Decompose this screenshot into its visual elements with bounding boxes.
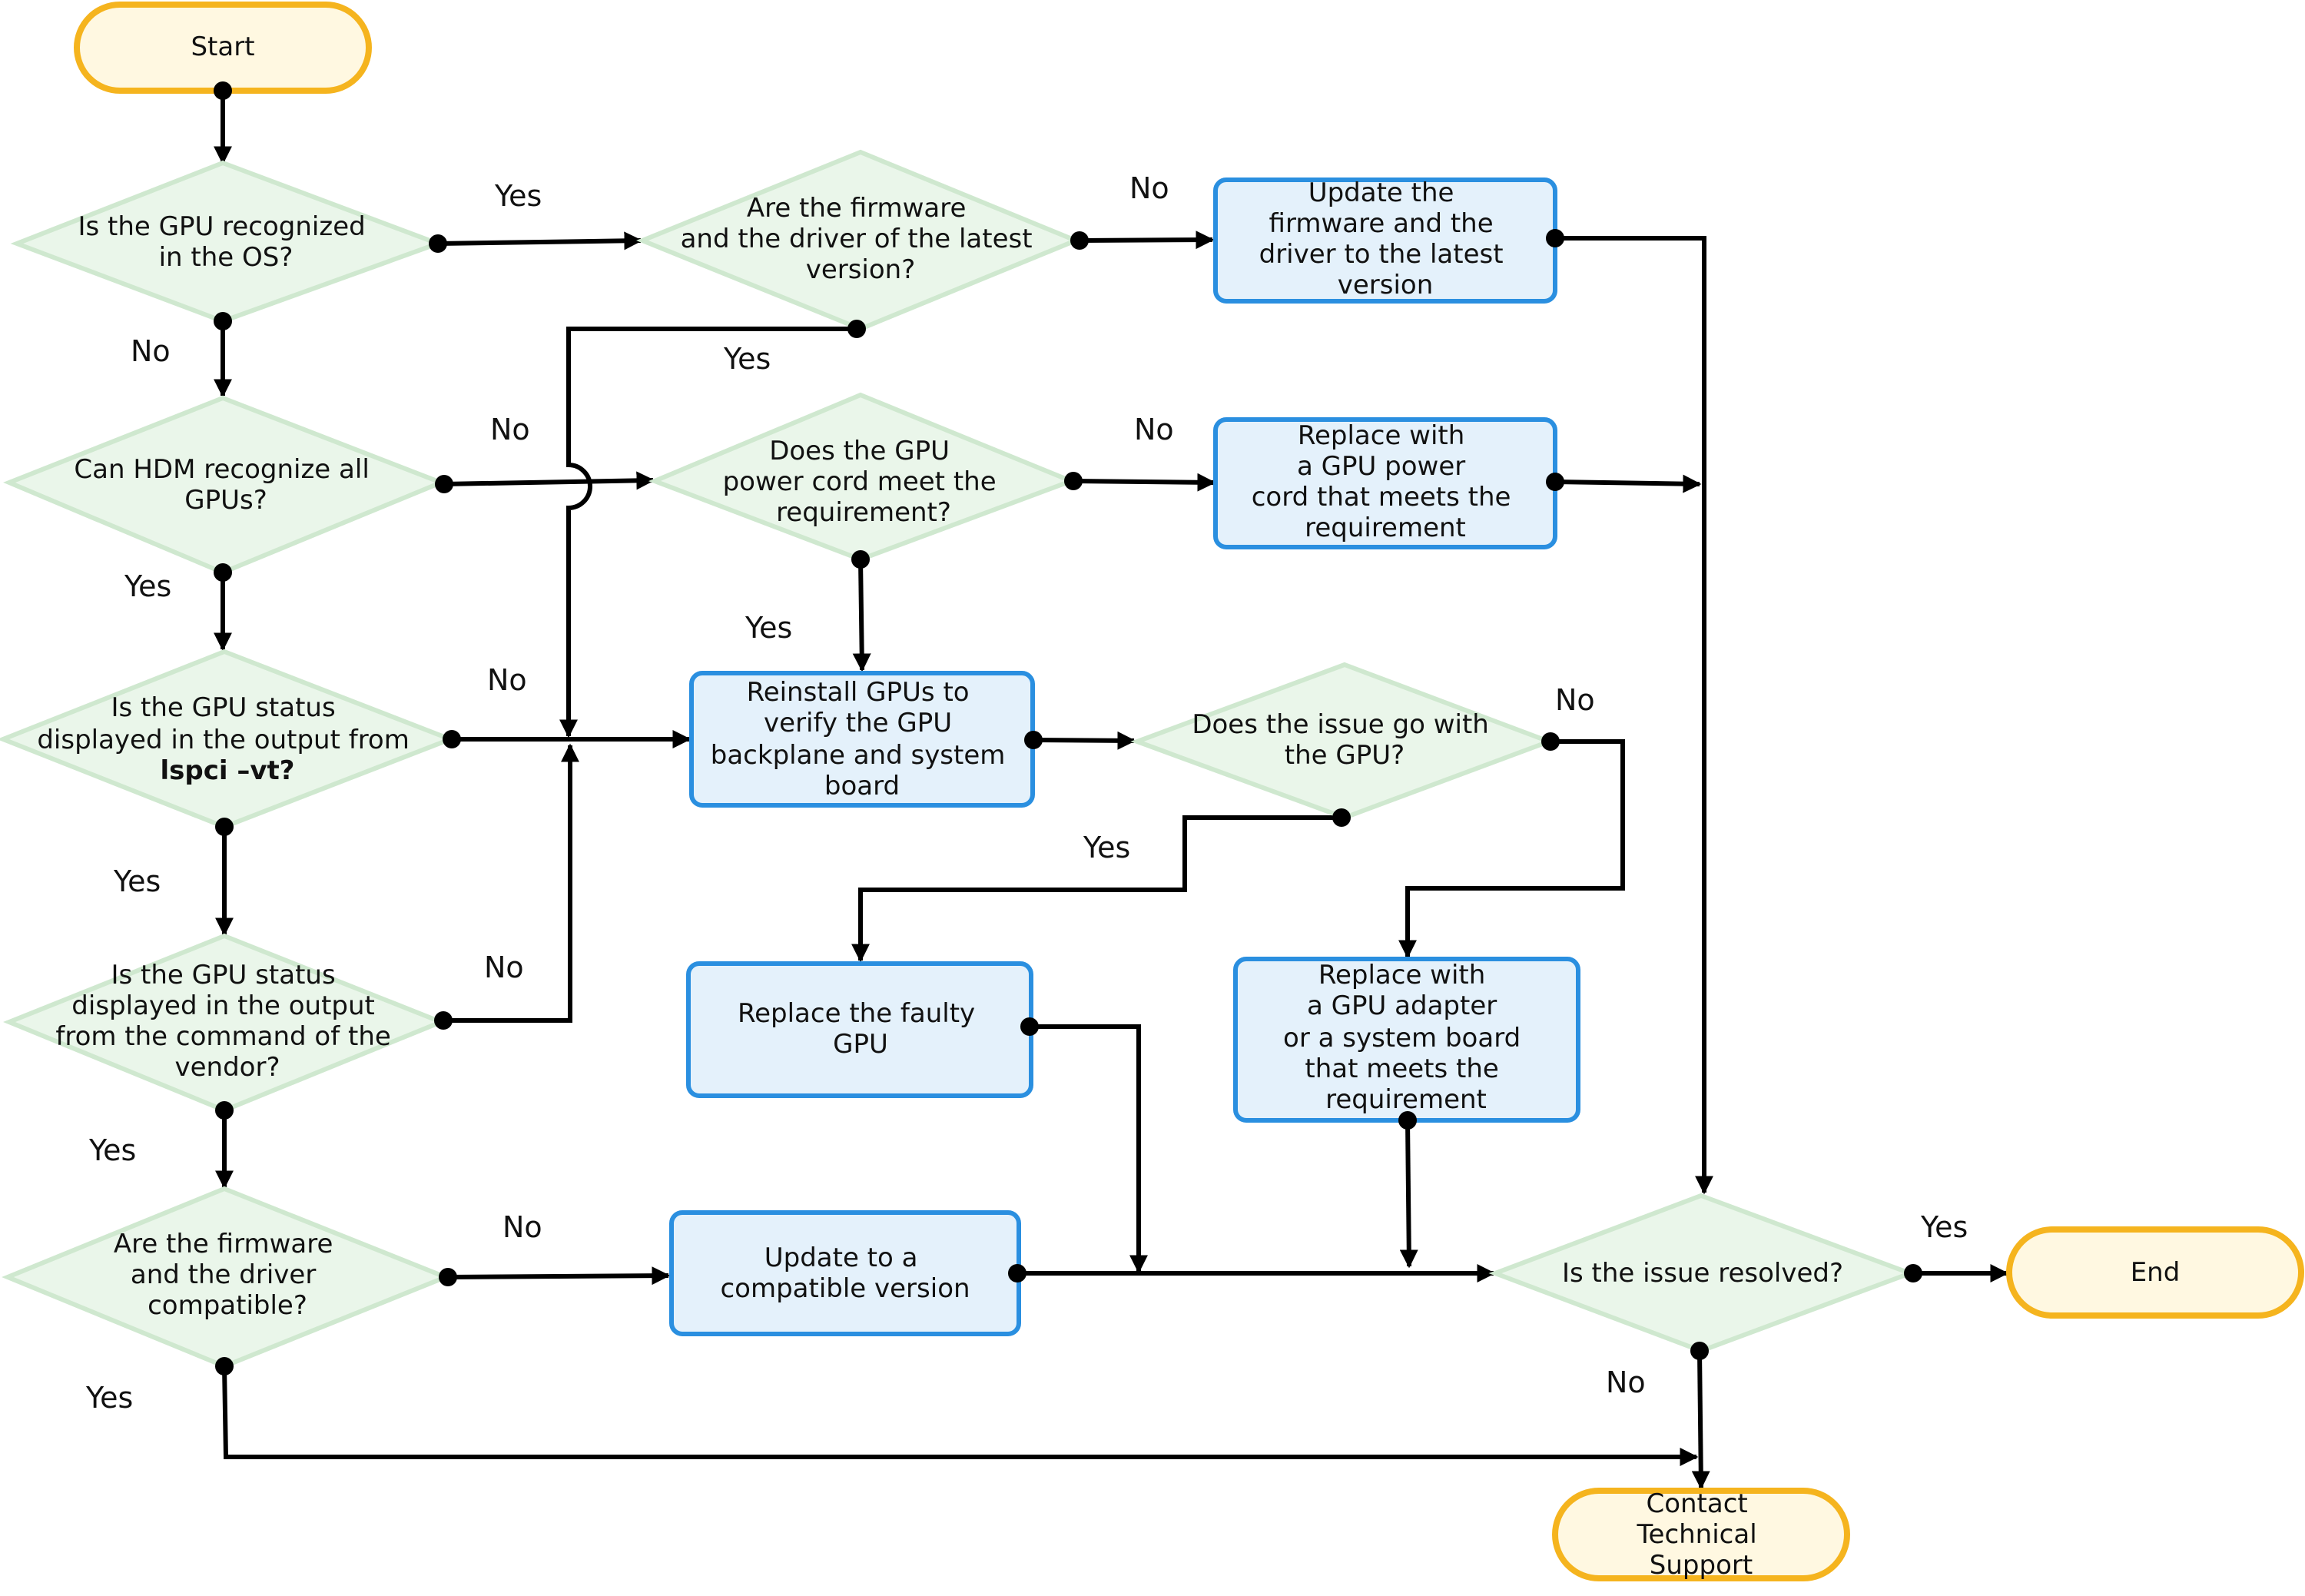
label-d5-yes: Yes [85, 1381, 133, 1415]
label-d2-yes: Yes [124, 569, 171, 603]
decision-issue-with-gpu: Does the issue go with the GPU? [1130, 662, 1556, 821]
edge-d4-no [443, 743, 579, 1023]
start-terminal: Start [74, 2, 372, 94]
edge-p5-down [1399, 1120, 1418, 1269]
svg-text:Are the firmware and the: Are the firmware and the driver of the l… [681, 193, 1041, 285]
svg-text:Update to a compatible v: Update to a compatible version [720, 1243, 970, 1304]
end-terminal: End [2006, 1226, 2304, 1319]
decision-hdm-recognize: Can HDM recognize all GPUs? [3, 395, 448, 576]
end-label: End [2131, 1257, 2181, 1288]
label-d9-yes: Yes [1920, 1210, 1968, 1244]
svg-text:Are the firmware and the: Are the firmware and the driver compatib… [114, 1229, 341, 1321]
edge-p4-down [1030, 1024, 1148, 1274]
edge-p2-col [1554, 474, 1702, 493]
edge-d7-p2 [1073, 473, 1216, 492]
label-d7-no: No [1134, 413, 1174, 446]
connectors [214, 91, 2009, 1490]
label-d7-yes: Yes [745, 611, 792, 645]
svg-text:Is the GPU status displ: Is the GPU status displayed in the outpu… [55, 960, 399, 1083]
decision-firmware-latest: Are the firmware and the driver of the l… [636, 149, 1082, 332]
process-update-latest: Update the firmware and the driver to th… [1213, 178, 1557, 304]
edge-d1-d6 [437, 231, 643, 251]
svg-text:Replace the faulty GPU: Replace the faulty GPU [738, 998, 983, 1060]
label-d3-no: No [487, 663, 527, 697]
edge-d6-p1 [1079, 231, 1215, 250]
edge-d9-contact [1691, 1350, 1710, 1490]
label-d5-no: No [502, 1210, 542, 1244]
edge-d6-yes [559, 327, 857, 738]
svg-text:Update the firmware and: Update the firmware and the driver to th… [1259, 178, 1512, 300]
label-d8-yes: Yes [1083, 831, 1130, 864]
decision-vendor-status: Is the GPU status displayed in the outpu… [3, 933, 448, 1113]
label-d1-no: No [131, 334, 171, 368]
svg-text:Does the issue go with t: Does the issue go with the GPU? [1192, 709, 1497, 771]
label-d2-no: No [490, 413, 530, 446]
label-d6-no: No [1129, 171, 1169, 205]
contact-line-2: Technical [1637, 1519, 1757, 1550]
decision-power-cord: Does the GPU power cord meet the require… [648, 392, 1078, 562]
edge-d7-p3 [852, 559, 871, 672]
svg-text:Is the GPU status displa: Is the GPU status displayed in the outpu… [37, 692, 417, 786]
edge-d5-contact [222, 1365, 1699, 1466]
label-d9-no: No [1606, 1365, 1646, 1399]
label-d4-yes: Yes [88, 1133, 136, 1167]
edge-p1-d9 [1555, 236, 1713, 1195]
process-replace-power-cord: Replace with a GPU power cord that meets… [1213, 417, 1557, 549]
edge-d8-p5 [1398, 739, 1625, 959]
svg-text:Replace with a GPU power: Replace with a GPU power cord that meets… [1252, 420, 1520, 543]
edge-d5-p6 [447, 1266, 671, 1286]
label-d6-yes: Yes [723, 342, 771, 376]
svg-text:Replace with a GPU adapt: Replace with a GPU adapter or a system b… [1283, 960, 1529, 1115]
process-replace-adapter: Replace with a GPU adapter or a system b… [1233, 957, 1580, 1123]
contact-line-3: Support [1650, 1550, 1753, 1581]
label-d8-no: No [1555, 683, 1595, 717]
svg-text:Contact Technical: Contact Technical Support [1637, 1488, 1766, 1581]
process-update-compatible: Update to a compatible version [669, 1210, 1021, 1336]
decision-lspci-status: Is the GPU status displayed in the outpu… [0, 649, 457, 830]
label-d3-yes: Yes [113, 864, 161, 898]
edge-labels: Yes No No Yes No No Yes Yes No No Yes Ye… [85, 171, 1968, 1415]
label-d1-yes: Yes [494, 179, 542, 213]
svg-text:Does the GPU power cord: Does the GPU power cord meet the require… [723, 436, 1005, 528]
svg-text:Can HDM recognize all GP: Can HDM recognize all GPUs? [74, 454, 377, 516]
edge-d2-d7 [443, 471, 655, 490]
process-reinstall-gpus: Reinstall GPUs to verify the GPU backpla… [689, 671, 1035, 808]
process-replace-faulty-gpu: Replace the faulty GPU [686, 961, 1033, 1098]
edge-d8-p4 [851, 815, 1342, 963]
decision-firmware-compatible: Are the firmware and the driver compatib… [2, 1186, 453, 1369]
start-label: Start [191, 32, 254, 62]
decision-gpu-recognized: Is the GPU recognized in the OS? [10, 160, 445, 324]
svg-text:Reinstall GPUs to verify: Reinstall GPUs to verify the GPU backpla… [711, 677, 1013, 801]
svg-text:Is the issue resolved?: Is the issue resolved? [1562, 1258, 1843, 1289]
contact-line-1: Contact [1646, 1488, 1747, 1519]
edge-p3-d8 [1033, 731, 1136, 750]
svg-text:Is the GPU recognized in: Is the GPU recognized in the OS? [78, 211, 373, 273]
decision-issue-resolved: Is the issue resolved? [1488, 1193, 1917, 1354]
contact-terminal: Contact Technical Support [1552, 1488, 1850, 1581]
connection-dots [214, 81, 1922, 1375]
label-d4-no: No [484, 951, 524, 984]
